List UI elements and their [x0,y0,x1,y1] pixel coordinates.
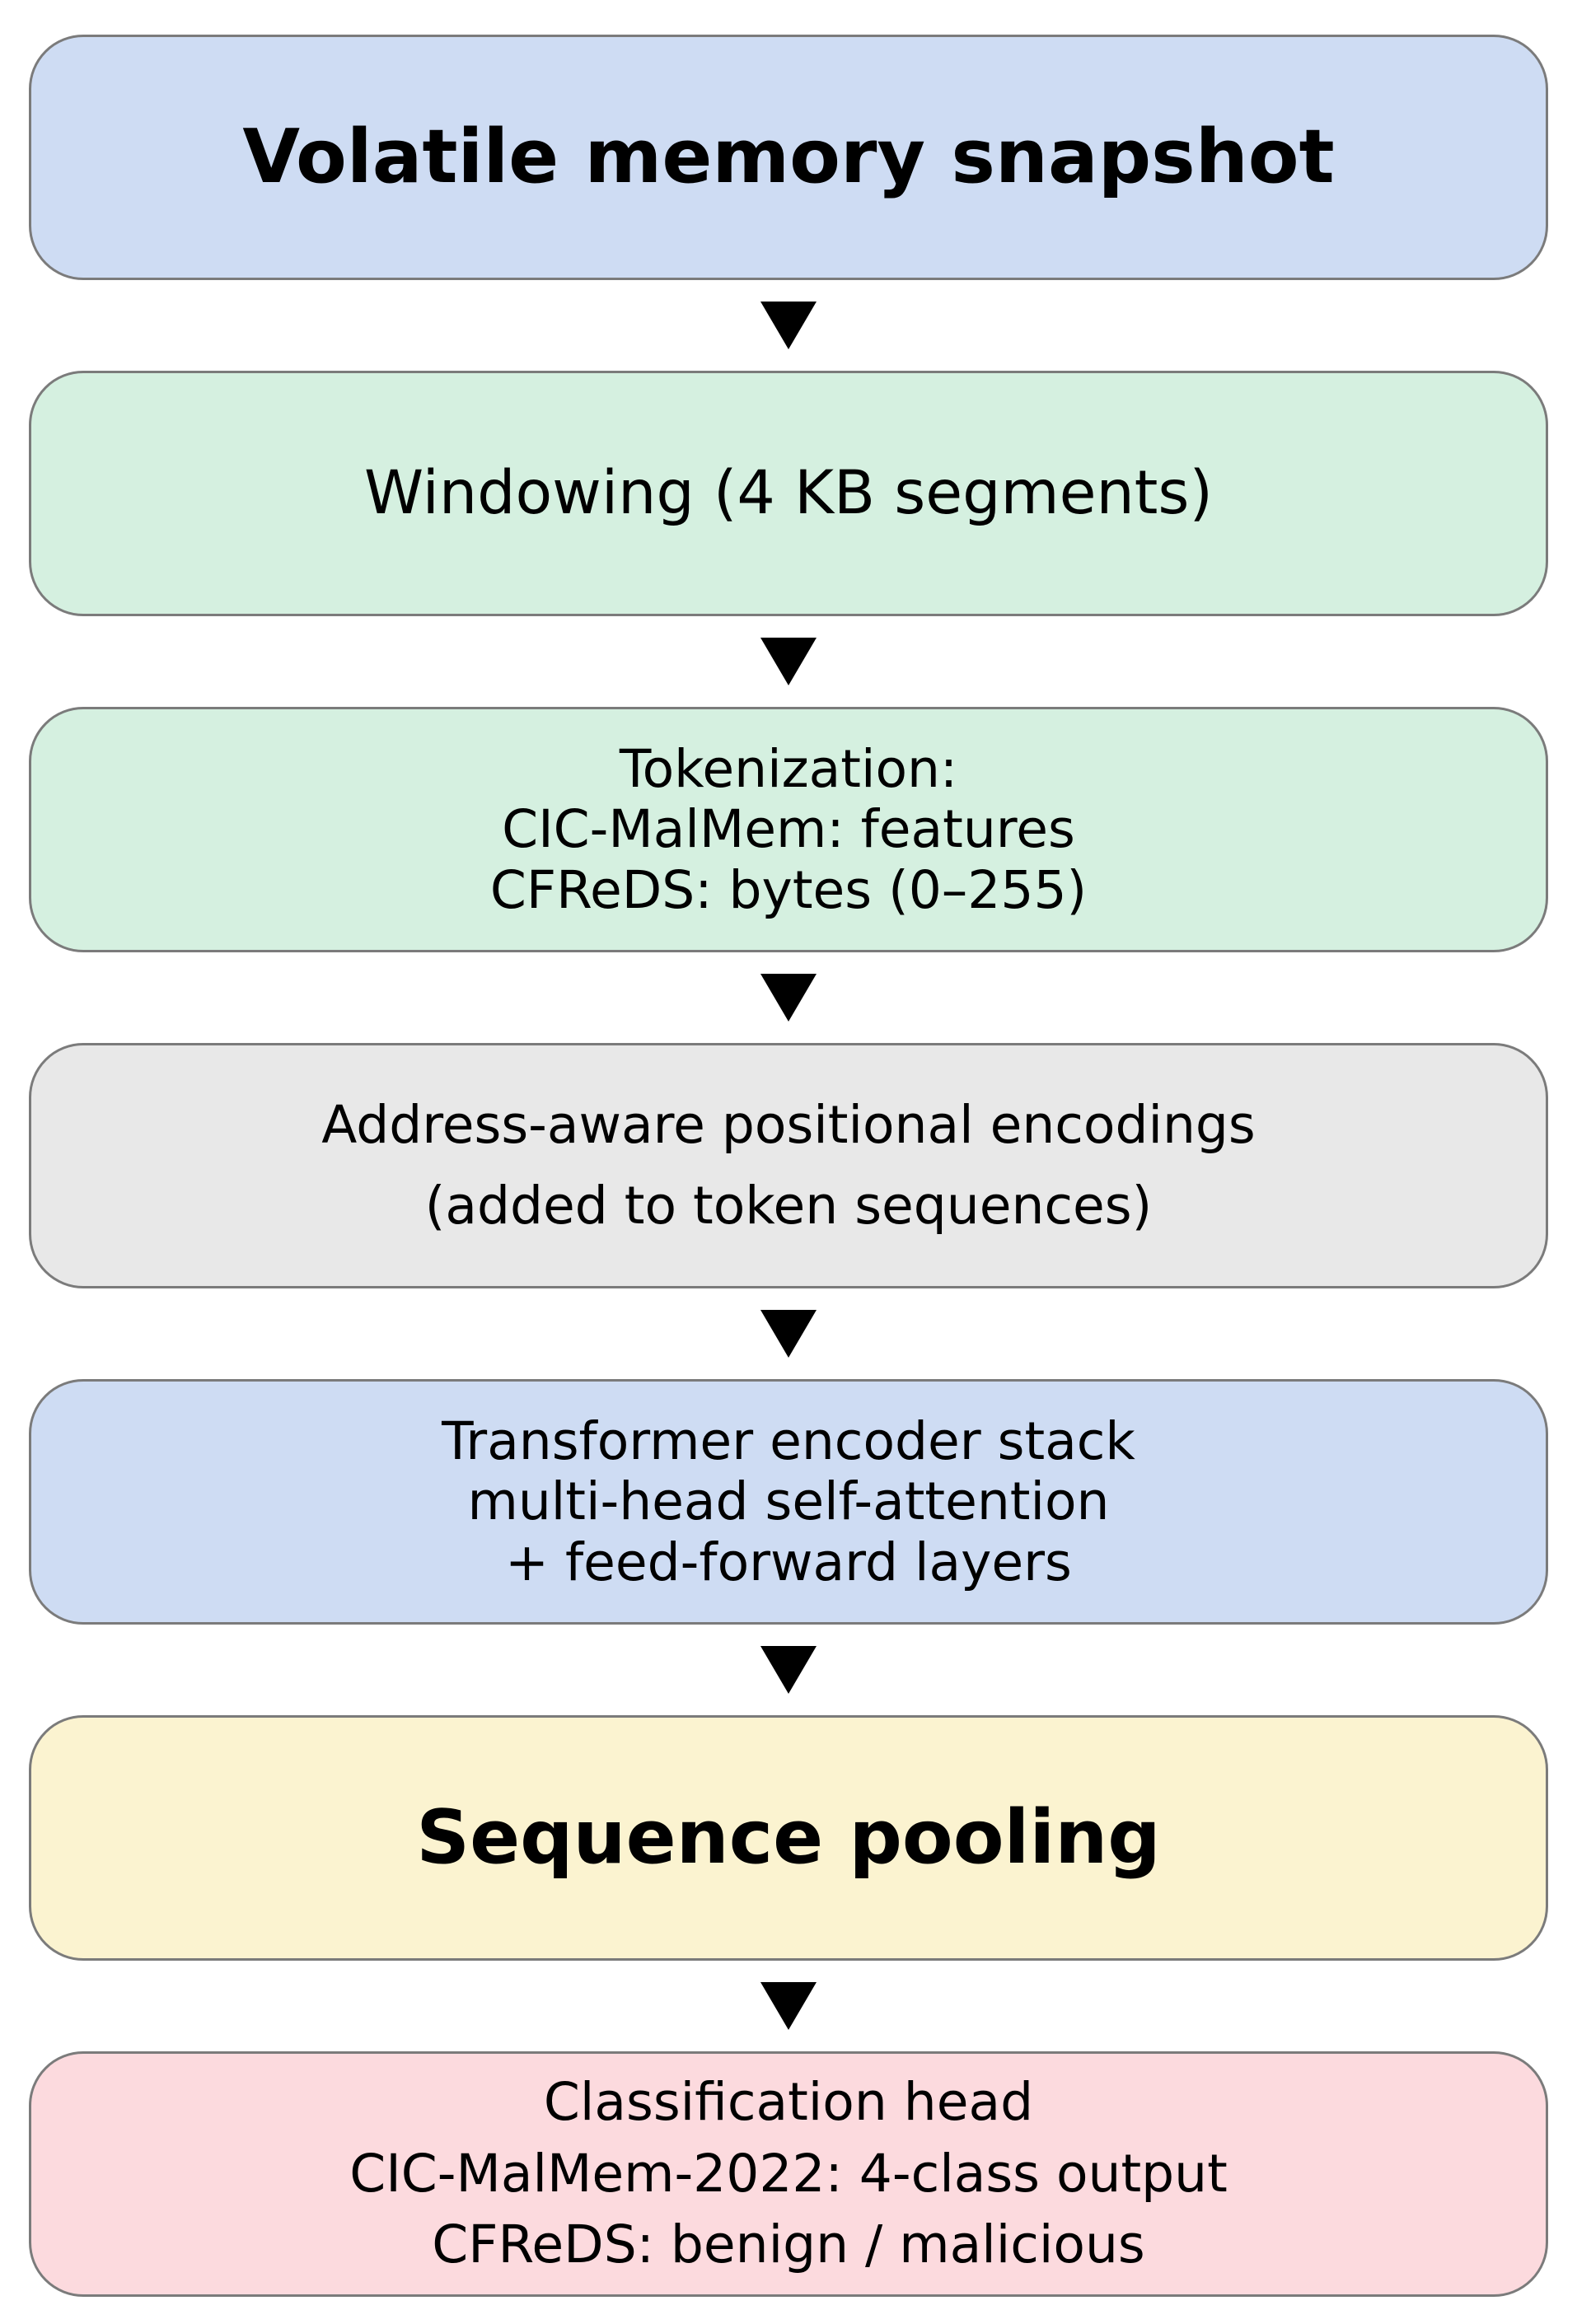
node-text-line: + feed-forward layers [505,1531,1072,1592]
flow-connector [760,1288,817,1379]
node-text-line: Windowing (4 KB segments) [364,458,1213,529]
node-windowing: Windowing (4 KB segments) [29,371,1548,616]
node-tokenization: Tokenization: CIC-MalMem: features CFReD… [29,707,1548,952]
down-arrow-icon [760,1646,817,1694]
down-arrow-icon [760,1310,817,1358]
node-text-line: Address-aware positional encodings [321,1095,1256,1156]
flow-connector [760,1961,817,2051]
down-arrow-icon [760,638,817,685]
node-text-line: CFReDS: benign / malicious [432,2214,1145,2275]
node-text-line: CIC-MalMem: features [502,799,1075,860]
node-classification-head: Classification head CIC-MalMem-2022: 4-c… [29,2051,1548,2297]
flow-connector [760,280,817,371]
node-text-line: (added to token sequences) [424,1176,1153,1236]
node-text-line: Tokenization: [619,739,958,800]
down-arrow-icon [760,1982,817,2030]
down-arrow-icon [760,302,817,349]
node-title-text: Volatile memory snapshot [242,114,1335,201]
node-volatile-memory-snapshot: Volatile memory snapshot [29,35,1548,280]
node-sequence-pooling: Sequence pooling [29,1715,1548,1961]
flow-connector [760,616,817,707]
down-arrow-icon [760,974,817,1022]
flow-connector [760,952,817,1043]
node-positional-encodings: Address-aware positional encodings (adde… [29,1043,1548,1288]
node-text-line: Classification head [543,2071,1034,2132]
node-text-line: CFReDS: bytes (0–255) [489,859,1088,920]
node-text-line: CIC-MalMem-2022: 4-class output [349,2143,1228,2204]
node-transformer-encoder: Transformer encoder stack multi-head sel… [29,1379,1548,1625]
node-text-line: multi-head self-attention [467,1471,1110,1532]
node-title-text: Sequence pooling [416,1794,1161,1882]
flow-connector [760,1625,817,1715]
node-text-line: Transformer encoder stack [442,1411,1135,1472]
